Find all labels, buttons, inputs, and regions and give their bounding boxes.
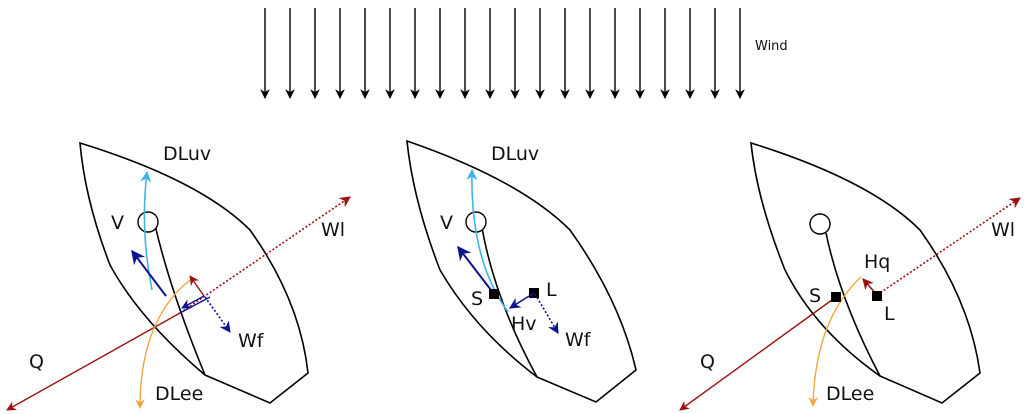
force-arrow bbox=[131, 249, 167, 297]
dluv-arrow bbox=[466, 168, 509, 313]
label-v: V bbox=[111, 212, 124, 234]
label-hq: Hq bbox=[864, 251, 890, 273]
wf-arrow bbox=[534, 293, 559, 334]
label-dlee: DLee bbox=[155, 383, 203, 405]
l-point bbox=[872, 291, 882, 301]
label-dlee: DLee bbox=[826, 383, 874, 405]
dluv-arrow bbox=[140, 170, 153, 291]
q-arrow bbox=[679, 296, 837, 411]
hull-outline bbox=[406, 139, 637, 403]
panel-1: DLuv V Wl Wf Q DLee bbox=[6, 141, 351, 411]
hull-outline bbox=[79, 141, 309, 404]
label-wf: Wf bbox=[565, 329, 592, 351]
label-dluv: DLuv bbox=[163, 143, 211, 165]
s-point bbox=[489, 289, 499, 299]
keel-line bbox=[825, 232, 881, 377]
label-l: L bbox=[884, 303, 895, 325]
label-wf: Wf bbox=[238, 330, 265, 352]
keel-line bbox=[481, 227, 538, 378]
label-v: V bbox=[440, 212, 453, 234]
drag-line bbox=[179, 296, 211, 314]
dlee-arrow bbox=[135, 279, 191, 409]
wf-arrow bbox=[204, 296, 231, 333]
label-wl: Wl bbox=[321, 219, 345, 241]
label-l: L bbox=[546, 279, 557, 301]
mast-icon bbox=[809, 213, 831, 235]
label-wl: Wl bbox=[991, 219, 1015, 241]
drag-arrow bbox=[181, 295, 205, 309]
mast-icon bbox=[137, 211, 159, 233]
label-s: S bbox=[809, 285, 821, 307]
wind-label: Wind bbox=[755, 39, 788, 54]
wind-arrows bbox=[260, 8, 745, 99]
force-arrow bbox=[457, 245, 495, 295]
s-point bbox=[831, 292, 841, 302]
label-s: S bbox=[471, 288, 483, 310]
wl-arrow bbox=[876, 197, 1021, 296]
label-q: Q bbox=[700, 351, 715, 373]
lift-arrow bbox=[189, 275, 205, 297]
panel-2: DLuv V S L Hv Wf bbox=[406, 139, 637, 403]
label-hv: Hv bbox=[511, 313, 537, 335]
label-q: Q bbox=[29, 351, 44, 373]
panel-3: Wl Hq S L Q DLee bbox=[679, 141, 1021, 411]
hull-outline bbox=[750, 141, 981, 404]
hv-arrow bbox=[509, 292, 535, 309]
q-arrow bbox=[6, 312, 181, 411]
dlee-arrow bbox=[808, 276, 862, 407]
label-dluv: DLuv bbox=[491, 143, 539, 165]
wl-arrow bbox=[179, 196, 351, 314]
